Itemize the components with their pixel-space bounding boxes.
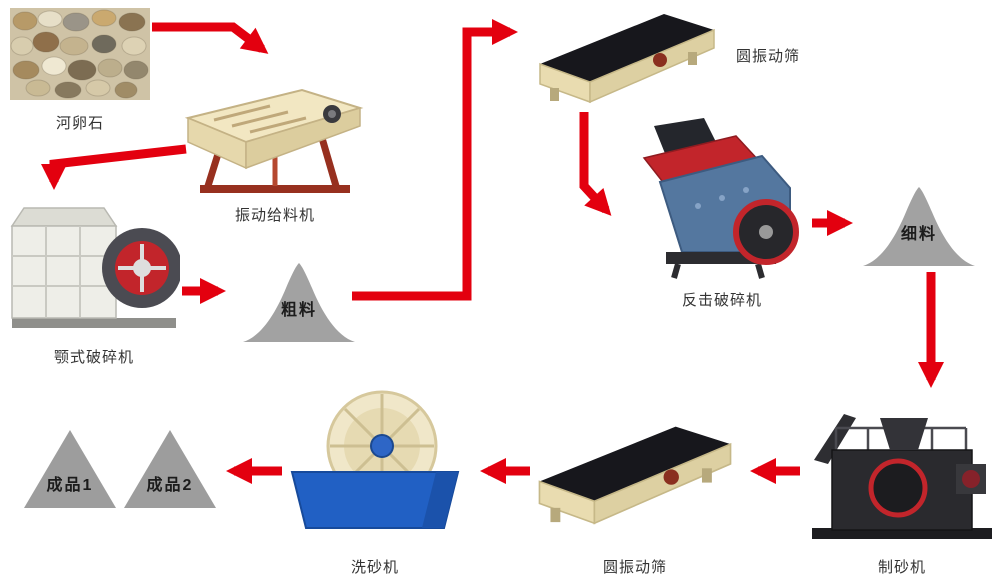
product-1-pile: 成品1 [22, 428, 118, 510]
product-1-label: 成品1 [46, 476, 94, 494]
arrow-coarse-to-screen-top [352, 19, 518, 301]
arrow-screen-top-to-impact [579, 112, 612, 216]
product-2-label: 成品2 [146, 476, 194, 494]
vibrating-feeder-image [180, 82, 370, 202]
jaw-crusher-label: 颚式破碎机 [53, 349, 134, 366]
fine-material-pile: 细料 [860, 182, 978, 268]
sand-washer-image [286, 386, 464, 538]
arrow-feeder-to-jaw [41, 144, 187, 190]
impact-crusher-image [638, 116, 806, 284]
sand-maker-image [806, 398, 998, 548]
sand-maker-label: 制砂机 [877, 559, 926, 576]
coarse-material-label: 粗料 [280, 301, 317, 319]
screen-vibrator [663, 469, 679, 485]
sand-washer-label: 洗砂机 [350, 559, 399, 576]
sand-maker-rotor [868, 458, 928, 518]
product-2-pile: 成品2 [122, 428, 218, 510]
fine-material-label: 细料 [900, 225, 937, 243]
screen-top-label: 圆振动筛 [735, 48, 800, 65]
jaw-crusher-image [8, 194, 180, 342]
impact-crusher-label: 反击破碎机 [681, 292, 762, 309]
coarse-material-pile: 粗料 [240, 258, 358, 344]
screen-bottom-label: 圆振动筛 [602, 559, 667, 576]
arrow-pebble-to-feeder [152, 22, 269, 54]
screen-vibrator [653, 53, 667, 67]
vibrating-screen-top-image [538, 8, 716, 110]
pebble-label: 河卵石 [55, 115, 104, 132]
feeder-label: 振动给料机 [234, 207, 315, 224]
vibrating-screen-bottom-image [536, 420, 734, 532]
river-pebbles-image [10, 8, 150, 100]
